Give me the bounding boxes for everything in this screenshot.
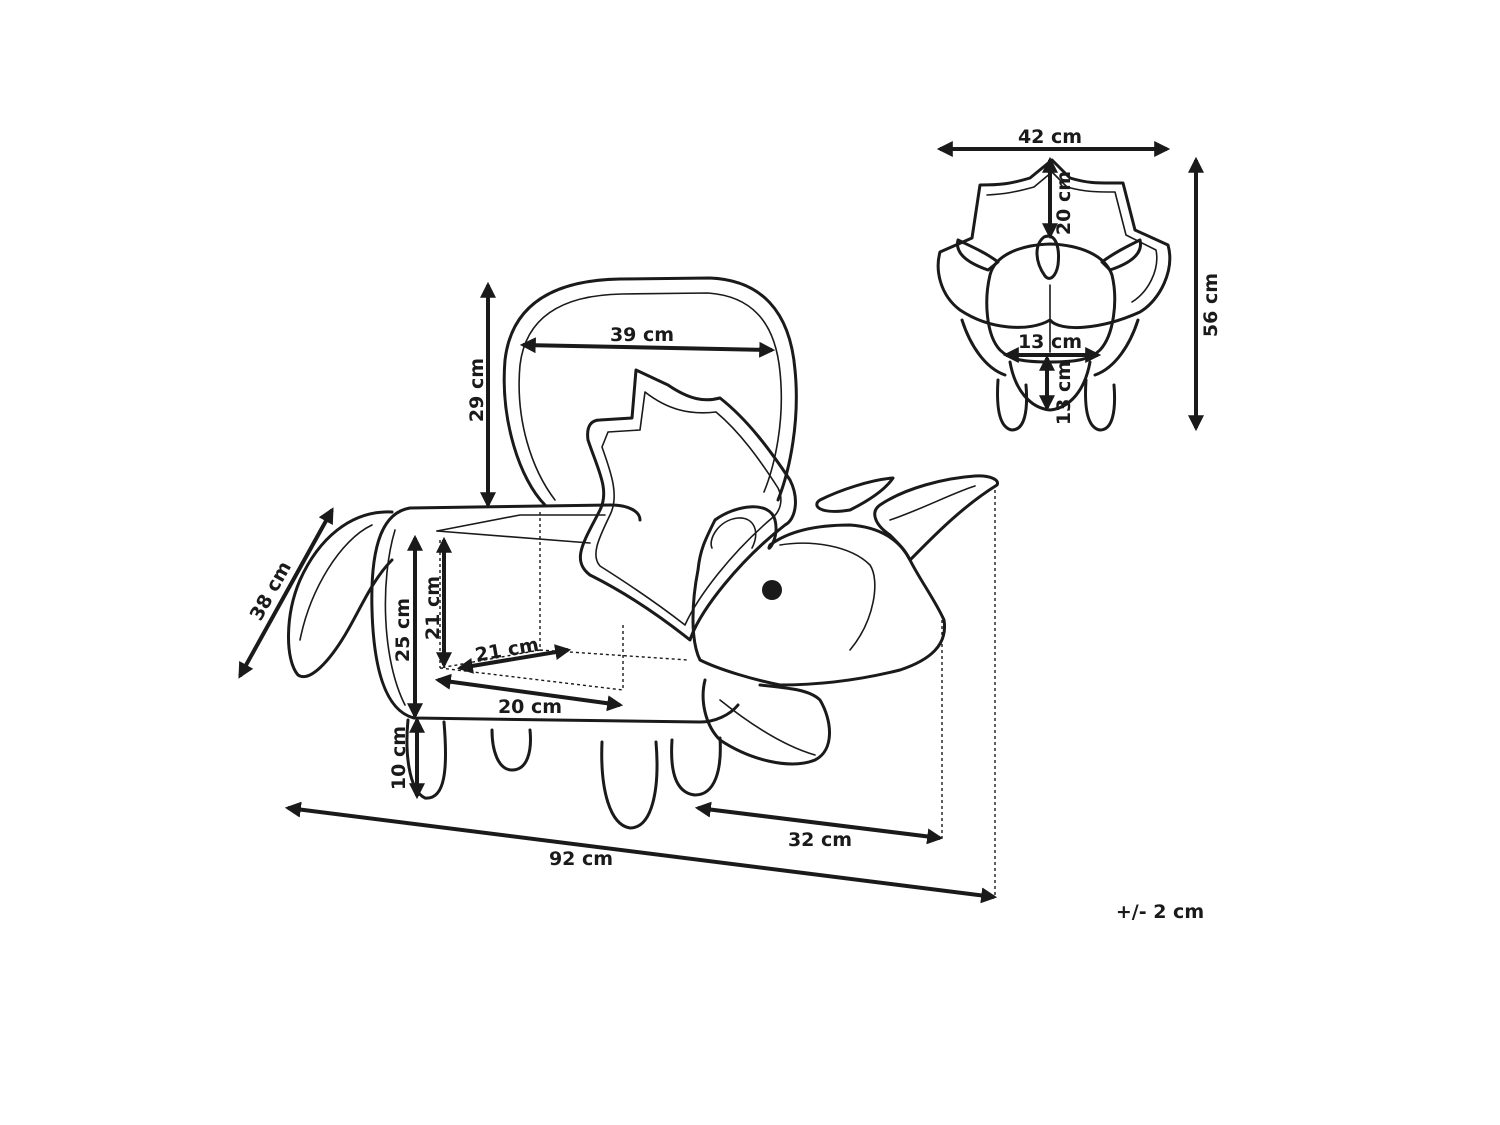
front-leg-right: [1084, 378, 1117, 432]
rear-leg-front: [405, 718, 447, 800]
dimension-lines: [238, 141, 1204, 904]
label-storage-width: 20 cm: [498, 696, 562, 718]
front-horn-left: [955, 238, 1000, 272]
body-shape: [370, 506, 740, 724]
dim-depth: [238, 507, 334, 679]
horn-left: [815, 476, 895, 513]
label-front-width: 42 cm: [1018, 126, 1082, 148]
rear-leg-back: [490, 728, 532, 772]
eye-icon: [762, 580, 782, 600]
front-jaw-shape: [1008, 360, 1092, 412]
label-lid-width: 39 cm: [610, 324, 674, 346]
front-leg-back: [670, 736, 722, 797]
label-front-height: 56 cm: [1200, 273, 1222, 337]
label-total-length: 92 cm: [549, 848, 613, 870]
front-leg-left: [996, 378, 1029, 432]
dimension-labels: 29 cm 39 cm 38 cm 25 cm 21 cm 21 cm 20 c…: [246, 126, 1222, 923]
label-face-width: 13 cm: [1018, 331, 1082, 353]
label-body-height: 25 cm: [392, 598, 414, 662]
tolerance-note: +/- 2 cm: [1116, 901, 1204, 923]
label-leg-height: 10 cm: [388, 726, 410, 790]
dim-lid-width: [519, 337, 776, 358]
head-shape: [691, 505, 947, 687]
lid-frame: [502, 276, 798, 507]
dim-storage-width: [434, 673, 624, 712]
horn-right: [873, 474, 999, 562]
dim-storage-depth: [456, 644, 572, 674]
label-storage-height: 21 cm: [422, 576, 444, 640]
label-head-length: 32 cm: [788, 829, 852, 851]
label-frill-height: 20 cm: [1053, 171, 1075, 235]
label-face-height: 13 cm: [1053, 361, 1075, 425]
front-leg-front: [600, 740, 659, 830]
front-horn-right: [1100, 238, 1143, 272]
front-horn-center: [1035, 234, 1060, 280]
front-frill-shape: [936, 158, 1172, 330]
side-view-illustration: [287, 276, 999, 895]
dim-total-length: [284, 801, 998, 904]
jaw-shape: [701, 678, 831, 766]
label-lid-height: 29 cm: [466, 358, 488, 422]
